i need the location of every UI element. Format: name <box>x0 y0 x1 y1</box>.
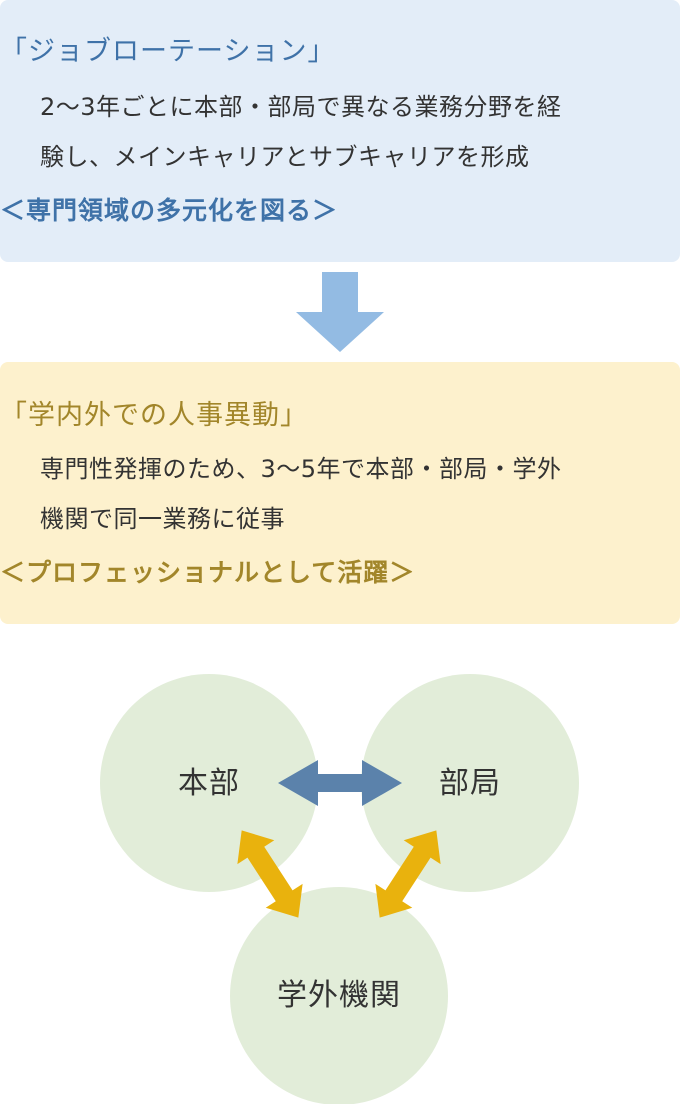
honbu-bukyoku-arrow <box>278 760 402 806</box>
personnel-transfer-title: 「学内外での人事異動」 <box>0 400 308 431</box>
rotation-diagram <box>100 674 579 1104</box>
job-rotation-title: 「ジョブローテーション」 <box>0 36 336 67</box>
gakugai-label: 学外機関 <box>277 978 401 1013</box>
down-arrow-icon <box>296 272 384 352</box>
job-rotation-line-1: 2〜3年ごとに本部・部局で異なる業務分野を経 <box>40 93 562 121</box>
job-rotation-tagline: ＜専門領域の多元化を図る＞ <box>0 196 339 225</box>
personnel-transfer-box <box>0 362 680 624</box>
job-rotation-line-2: 験し、メインキャリアとサブキャリアを形成 <box>40 143 530 171</box>
bukyoku-gakugai-arrow <box>375 830 441 918</box>
job-rotation-box <box>0 0 680 262</box>
gakugai-circle <box>230 887 448 1104</box>
honbu-gakugai-arrow <box>237 830 303 918</box>
bukyoku-label: 部局 <box>439 766 501 801</box>
personnel-transfer-line-2: 機関で同一業務に従事 <box>40 505 285 533</box>
job-rotation-description: 2〜3年ごとに本部・部局で異なる業務分野を経 験し、メインキャリアとサブキャリア… <box>40 82 650 182</box>
personnel-transfer-line-1: 専門性発揮のため、3〜5年で本部・部局・学外 <box>40 455 562 483</box>
personnel-transfer-description: 専門性発揮のため、3〜5年で本部・部局・学外 機関で同一業務に従事 <box>40 444 650 544</box>
honbu-label: 本部 <box>178 766 240 801</box>
personnel-transfer-tagline: ＜プロフェッショナルとして活躍＞ <box>0 558 416 587</box>
